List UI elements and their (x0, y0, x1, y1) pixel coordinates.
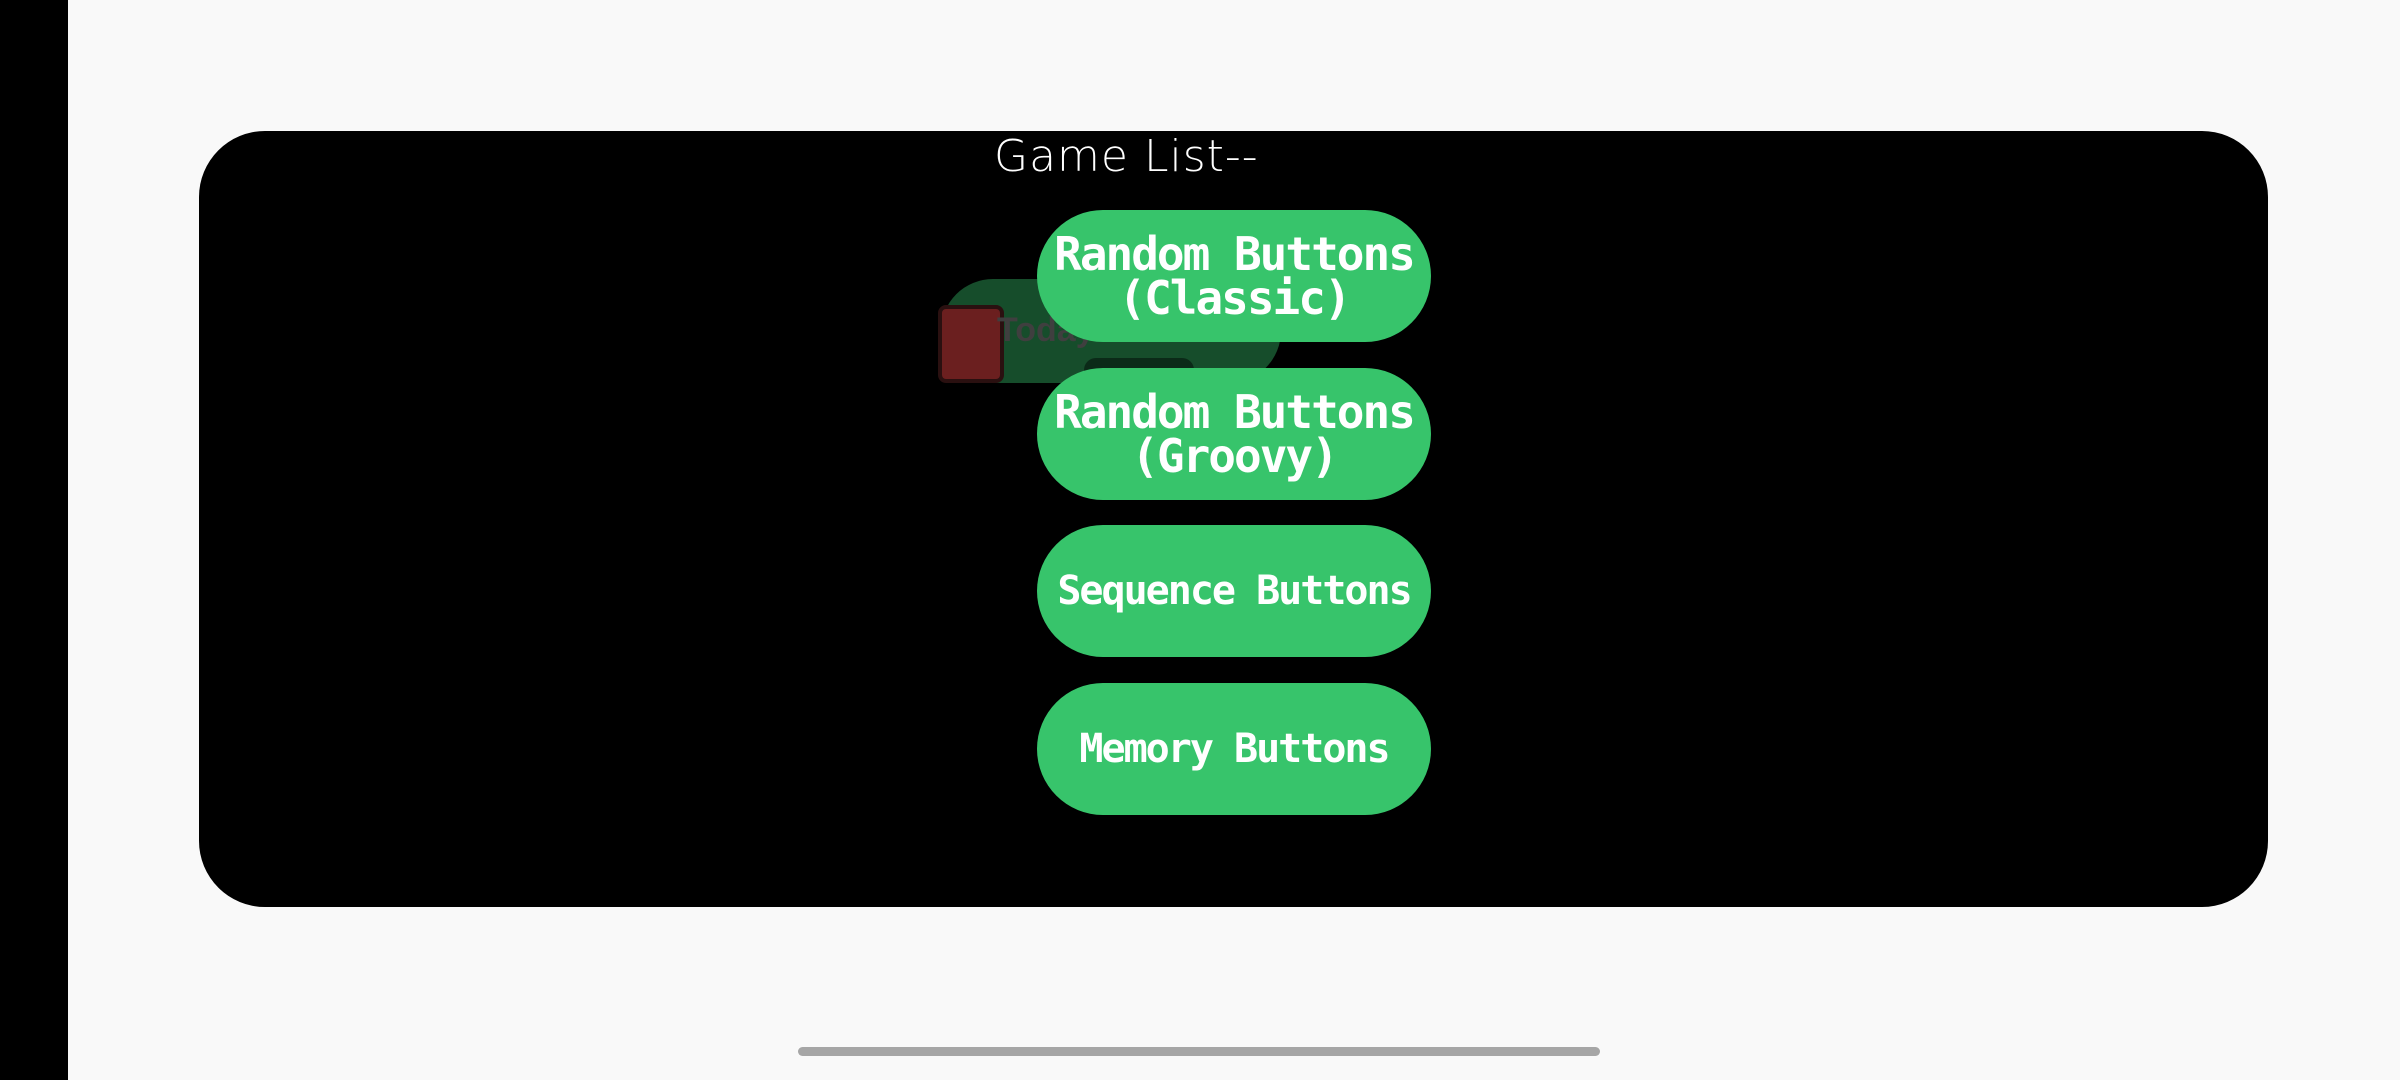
sequence-buttons-button[interactable]: Sequence Buttons (1037, 525, 1431, 657)
button-label-line1: Random Buttons (1054, 385, 1416, 439)
left-edge-bar (0, 0, 68, 1080)
random-buttons-groovy-button[interactable]: Random Buttons (Groovy) (1037, 368, 1431, 500)
dialog-title: Game List-- (994, 131, 1259, 182)
game-list-dialog: Today Game List-- Random Buttons (Classi… (199, 131, 2268, 907)
button-label-line2: (Groovy) (1131, 429, 1339, 483)
button-label: Sequence Buttons (1057, 568, 1412, 614)
memory-buttons-button[interactable]: Memory Buttons (1037, 683, 1431, 815)
background-square-icon (938, 305, 1004, 383)
button-label-line1: Random Buttons (1054, 227, 1416, 281)
button-label-line2: (Classic) (1118, 271, 1351, 325)
home-indicator[interactable] (798, 1047, 1600, 1056)
random-buttons-classic-button[interactable]: Random Buttons (Classic) (1037, 210, 1431, 342)
button-label: Memory Buttons (1079, 726, 1390, 772)
